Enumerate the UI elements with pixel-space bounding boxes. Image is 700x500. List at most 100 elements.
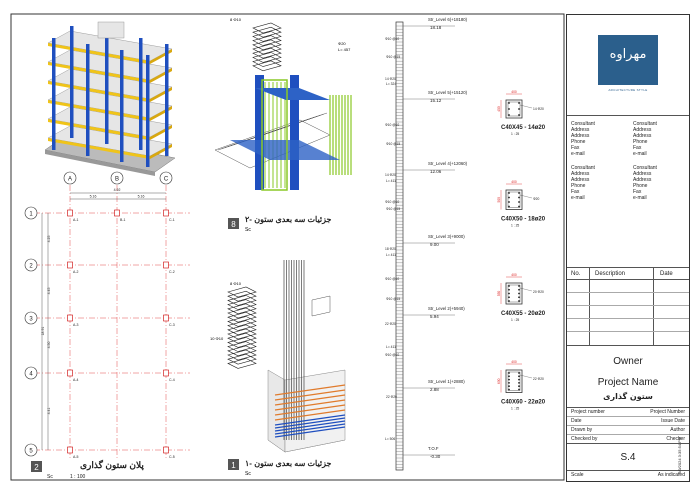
rebar-dot <box>518 292 520 295</box>
view-number-badge <box>228 459 239 470</box>
level-value: -0.30 <box>430 454 441 459</box>
dimension: 4.45 <box>47 288 51 295</box>
column-tag: C-1 <box>169 218 175 222</box>
svg-text:Sc: Sc <box>47 474 53 480</box>
column-tag: C-4 <box>169 378 175 382</box>
section-scale: 1 : 25 <box>511 318 519 322</box>
section-outline <box>505 189 523 210</box>
grid-label: A <box>68 177 72 183</box>
column-marker <box>67 369 73 377</box>
column-marker <box>163 446 169 454</box>
column-tag: C-5 <box>169 455 175 459</box>
stirrup <box>227 316 257 327</box>
stirrup <box>227 358 257 369</box>
rebar-dot <box>508 201 510 203</box>
dimension: 400 <box>511 273 517 277</box>
rebar-note: 14 Φ20 <box>385 173 396 177</box>
rebar-note: Φ10 @15 <box>386 297 400 301</box>
column-tag: A-2 <box>73 270 79 274</box>
rebar-note: L= 411 <box>386 179 396 183</box>
stirrup <box>252 60 282 72</box>
stirrup <box>227 324 257 336</box>
section-bars: Φ20 <box>533 197 539 201</box>
column-marker <box>163 369 169 377</box>
section-scale: 1 : 25 <box>511 407 519 411</box>
stirrup <box>252 56 282 67</box>
svg-text:Φ20: Φ20 <box>338 41 346 46</box>
level-name: Str_Level 4(+12060) <box>428 161 468 166</box>
grid-label: 1 <box>29 212 33 218</box>
stirrup <box>227 299 257 310</box>
rebar-dot <box>518 201 520 203</box>
column-marker <box>163 261 169 269</box>
rebar-dot <box>508 114 510 116</box>
section-bars: 22 Φ20 <box>533 377 544 381</box>
building-3d-model <box>44 21 176 176</box>
rebar-dot <box>508 296 510 299</box>
column-tag: C-3 <box>169 323 175 327</box>
stirrup <box>227 332 257 344</box>
rebar-dot <box>508 196 510 199</box>
svg-text:8 Φ10: 8 Φ10 <box>230 281 242 286</box>
rebar-dot <box>518 382 520 384</box>
stirrup <box>252 22 282 34</box>
rebar-note: 18 Φ20 <box>385 247 396 251</box>
stirrup <box>227 295 257 306</box>
rebar-note: Φ10 @15 <box>386 142 400 146</box>
rebar-dot <box>508 378 510 381</box>
stirrup <box>227 307 257 319</box>
view-title: ۲- جزئیات سه بعدی ستون <box>245 215 332 225</box>
grid-bubble <box>110 171 124 185</box>
svg-text:10 Φ10: 10 Φ10 <box>210 336 224 341</box>
level-name: Str_Level 2(+5940) <box>428 306 465 311</box>
stirrup <box>227 320 257 331</box>
dimension: 4.41 <box>47 408 51 415</box>
grid-bubble <box>24 311 38 325</box>
grid-bubble <box>24 258 38 272</box>
svg-text:1: 1 <box>231 461 236 470</box>
rebar-dot <box>518 372 520 374</box>
section-outline <box>505 282 523 305</box>
column-marker <box>163 209 169 217</box>
level-value: 12.06 <box>430 169 442 174</box>
level-name: Str_Level 5(+15120) <box>428 90 468 95</box>
stirrup <box>227 290 257 302</box>
stirrup <box>252 39 282 51</box>
view-number-badge <box>31 461 42 472</box>
logo: مهراوه <box>598 35 658 85</box>
grid-bubble <box>24 366 38 380</box>
rebar-note: Φ10 @15 <box>386 207 400 211</box>
rebar <box>274 423 346 435</box>
rebar-note: L= 411 <box>386 253 396 257</box>
column-tag: A-1 <box>73 218 79 222</box>
column-marker <box>67 209 73 217</box>
stirrup <box>227 349 257 361</box>
column-tag: B-1 <box>120 218 126 222</box>
dimension: 400 <box>511 360 517 364</box>
rebar-dot <box>518 205 520 208</box>
section-bars: 20 Φ20 <box>533 290 544 294</box>
dimension: 5.16 <box>138 195 145 199</box>
rebar-dot <box>508 285 510 287</box>
view-title: ۱- جزئیات سه بعدی ستون <box>245 459 332 469</box>
rebar <box>274 394 346 406</box>
stirrup <box>227 311 257 323</box>
view-number-badge <box>228 218 239 229</box>
dimension: 500 <box>497 197 501 203</box>
rebar-dot <box>508 288 510 291</box>
view-title: پلان ستون گذاری <box>80 459 144 471</box>
column-marker <box>67 261 73 269</box>
column-tag: A-4 <box>73 378 79 382</box>
rebar-dot <box>518 192 520 194</box>
rebar-note: Φ10 @10 <box>385 200 399 204</box>
rebar-dot <box>518 296 520 299</box>
stirrup <box>227 341 257 352</box>
level-value: 5.94 <box>430 314 439 319</box>
rebar-note: Φ10 @10 <box>385 277 399 281</box>
grid-bubble <box>24 206 38 220</box>
rebar-note: Φ10 @10 <box>385 123 399 127</box>
rebar-dot <box>518 288 520 291</box>
